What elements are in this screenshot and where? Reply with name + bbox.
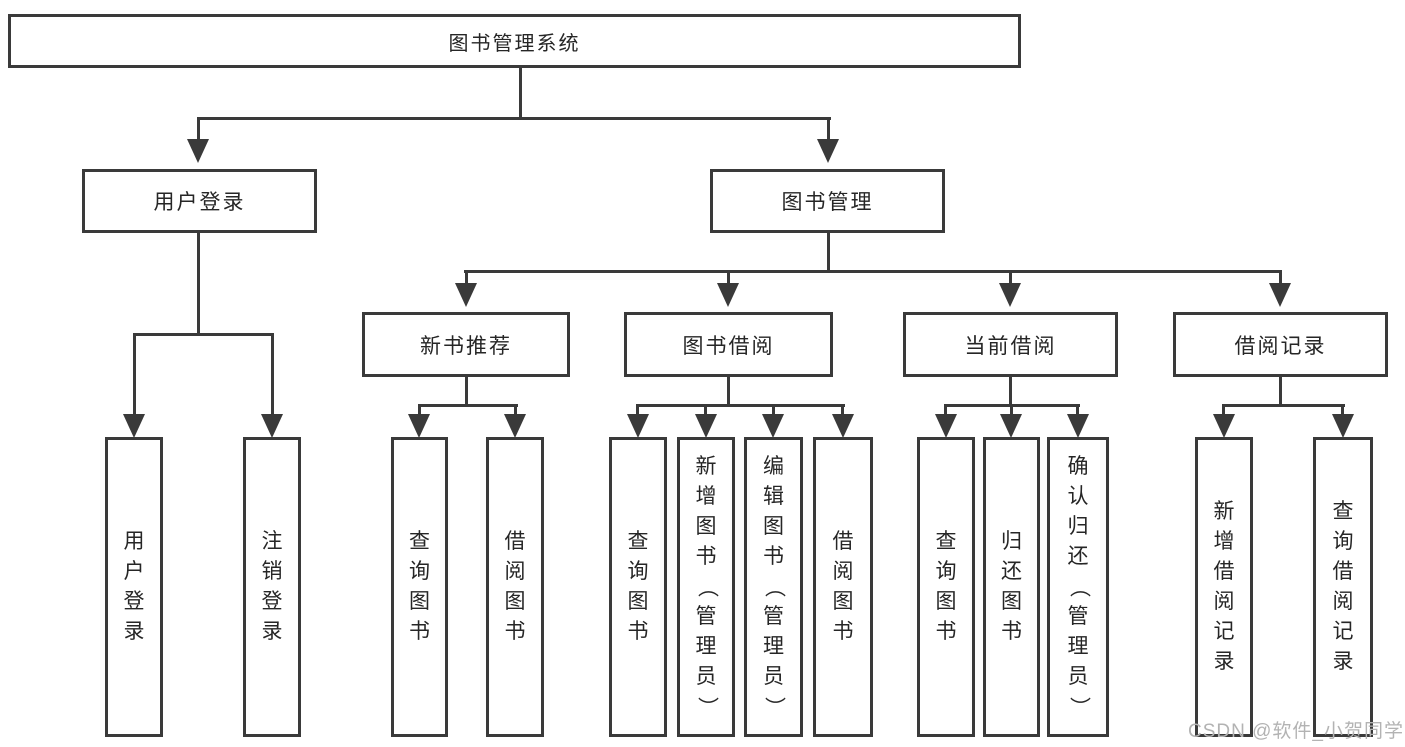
- connector-leaf-drop: [1341, 404, 1344, 420]
- node-book-borrowing: 图书借阅: [624, 312, 833, 377]
- connector-leaf-drop: [271, 333, 274, 415]
- connector-level3-drop: [1279, 270, 1282, 288]
- connector-borrowing-branch: [636, 404, 845, 407]
- connector-leaf-drop: [704, 404, 707, 420]
- arrow-down-icon: [1213, 414, 1235, 438]
- arrow-down-icon: [455, 283, 477, 307]
- connector-book-mgmt-drop: [827, 117, 830, 147]
- node-user-login: 用户登录: [82, 169, 317, 233]
- arrow-down-icon: [1067, 414, 1089, 438]
- connector-leaf-drop: [133, 333, 136, 415]
- arrow-down-icon: [832, 414, 854, 438]
- leaf-nb-query-books-label: 查询图书: [409, 530, 430, 643]
- connector-leaf-drop: [1010, 404, 1013, 420]
- csdn-watermark: CSDN @软件_小贺同学: [1188, 721, 1404, 742]
- arrow-down-icon: [935, 414, 957, 438]
- node-borrowing-records: 借阅记录: [1173, 312, 1388, 377]
- leaf-nb-query-books: 查询图书: [391, 437, 448, 737]
- arrow-down-icon: [261, 414, 283, 438]
- connector-records-branch: [1222, 404, 1345, 407]
- node-user-login-label: 用户登录: [153, 191, 246, 214]
- arrow-down-icon: [504, 414, 526, 438]
- arrow-down-icon: [1269, 283, 1291, 307]
- leaf-bb-query-books: 查询图书: [609, 437, 667, 737]
- leaf-br-query-record: 查询借阅记录: [1313, 437, 1373, 737]
- node-new-book-recommend-label: 新书推荐: [420, 334, 512, 358]
- connector-leaf-drop: [841, 404, 844, 420]
- arrow-down-icon: [762, 414, 784, 438]
- leaf-logout: 注销登录: [243, 437, 301, 737]
- leaf-cb-confirm-return-admin-label: 确认归还（管理员）: [1067, 455, 1090, 718]
- arrow-down-icon: [408, 414, 430, 438]
- leaf-br-add-record-label: 新增借阅记录: [1213, 500, 1235, 673]
- connector-leaf-drop: [514, 404, 517, 420]
- connector-root-stem: [519, 65, 522, 119]
- connector-leaf-drop: [418, 404, 421, 420]
- leaf-cb-query-books-label: 查询图书: [935, 530, 957, 643]
- node-book-management-label: 图书管理: [781, 191, 874, 214]
- node-current-borrowing: 当前借阅: [903, 312, 1118, 377]
- connector-level3-drop: [465, 270, 468, 288]
- connector-level3-branch: [464, 270, 1282, 273]
- leaf-user-login-label: 用户登录: [123, 530, 145, 643]
- node-library-system: 图书管理系统: [8, 14, 1021, 68]
- connector-leaf-drop: [1222, 404, 1225, 420]
- arrow-down-icon: [123, 414, 145, 438]
- connector-level3-drop: [1009, 270, 1012, 288]
- connector-leaf-drop: [1076, 404, 1079, 420]
- arrow-down-icon: [999, 283, 1021, 307]
- arrow-down-icon: [1332, 414, 1354, 438]
- leaf-nb-borrow-books-label: 借阅图书: [504, 530, 526, 643]
- connector-book-mgmt-stem: [827, 233, 830, 273]
- leaf-cb-return-books-label: 归还图书: [1001, 530, 1022, 643]
- connector-records-stem: [1279, 377, 1282, 407]
- connector-user-login-branch: [133, 333, 274, 336]
- arrow-down-icon: [695, 414, 717, 438]
- leaf-logout-label: 注销登录: [261, 530, 283, 643]
- connector-leaf-drop: [944, 404, 947, 420]
- node-current-borrowing-label: 当前借阅: [964, 334, 1057, 358]
- leaf-br-add-record: 新增借阅记录: [1195, 437, 1253, 737]
- connector-level3-drop: [727, 270, 730, 288]
- arrow-down-icon: [187, 139, 209, 163]
- connector-new-books-branch: [418, 404, 518, 407]
- leaf-bb-borrow-books-label: 借阅图书: [832, 530, 854, 643]
- leaf-cb-query-books: 查询图书: [917, 437, 975, 737]
- leaf-nb-borrow-books: 借阅图书: [486, 437, 544, 737]
- leaf-cb-confirm-return-admin: 确认归还（管理员）: [1047, 437, 1109, 737]
- node-borrowing-records-label: 借阅记录: [1234, 334, 1327, 358]
- leaf-cb-return-books: 归还图书: [983, 437, 1040, 737]
- leaf-bb-edit-book-admin-label: 编辑图书（管理员）: [762, 455, 786, 718]
- leaf-bb-add-book-admin-label: 新增图书（管理员）: [695, 455, 718, 718]
- node-library-system-label: 图书管理系统: [448, 32, 581, 55]
- leaf-bb-query-books-label: 查询图书: [627, 530, 649, 643]
- node-book-borrowing-label: 图书借阅: [682, 334, 775, 358]
- arrow-down-icon: [717, 283, 739, 307]
- leaf-bb-add-book-admin: 新增图书（管理员）: [677, 437, 735, 737]
- arrow-down-icon: [1000, 414, 1022, 438]
- leaf-br-query-record-label: 查询借阅记录: [1332, 500, 1354, 673]
- node-new-book-recommend: 新书推荐: [362, 312, 570, 377]
- node-book-management: 图书管理: [710, 169, 945, 233]
- connector-borrowing-stem: [727, 377, 730, 407]
- connector-leaf-drop: [636, 404, 639, 420]
- connector-current-stem: [1009, 377, 1012, 407]
- leaf-bb-borrow-books: 借阅图书: [813, 437, 873, 737]
- connector-user-login-drop: [197, 117, 200, 147]
- connector-leaf-drop: [772, 404, 775, 420]
- connector-level2-branch: [197, 117, 831, 120]
- arrow-down-icon: [627, 414, 649, 438]
- connector-new-books-stem: [465, 377, 468, 407]
- leaf-user-login: 用户登录: [105, 437, 163, 737]
- leaf-bb-edit-book-admin: 编辑图书（管理员）: [744, 437, 803, 737]
- arrow-down-icon: [817, 139, 839, 163]
- connector-user-login-stem: [197, 233, 200, 335]
